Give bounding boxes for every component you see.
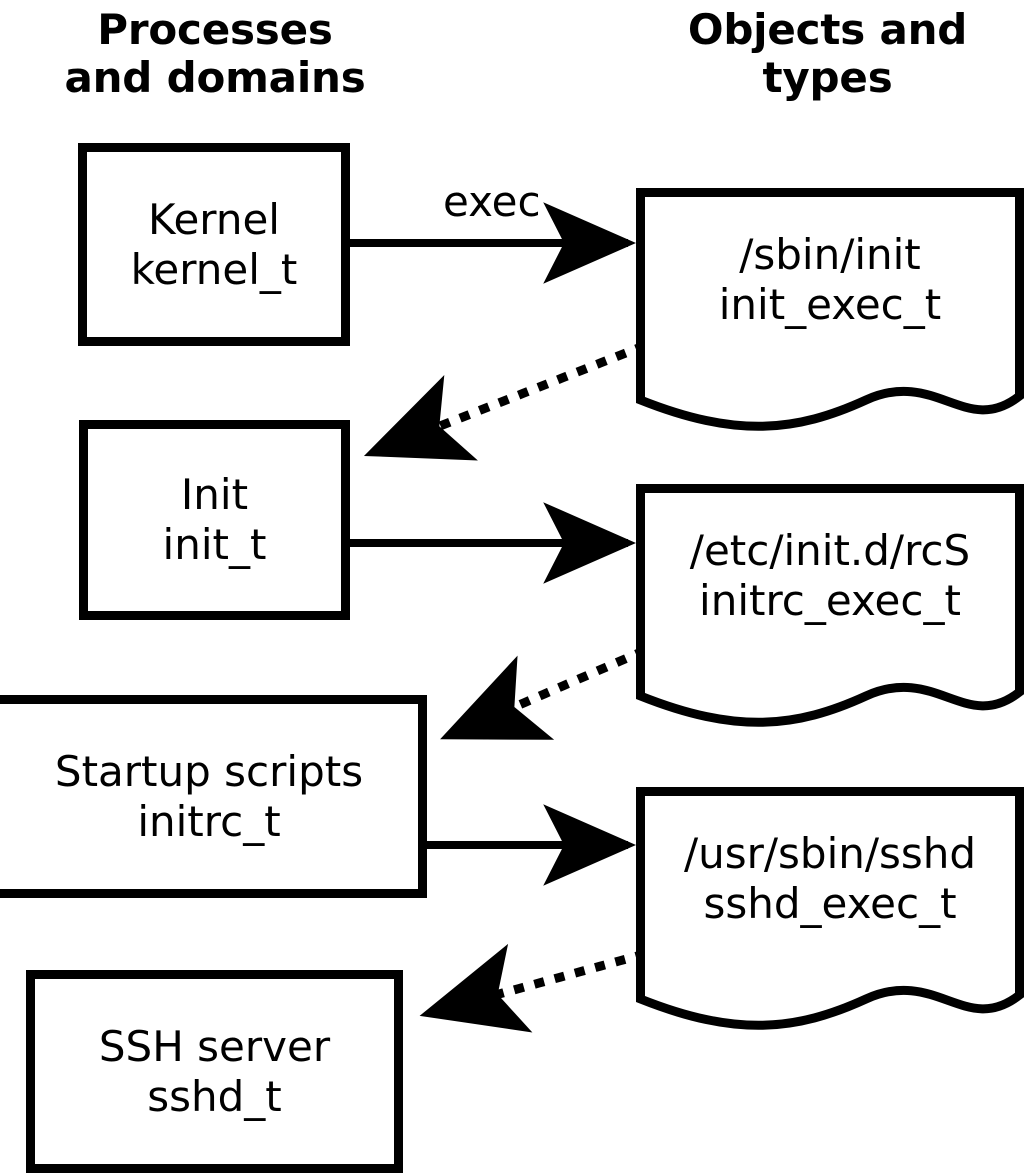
process-box-init[interactable]: Init init_t [79, 420, 350, 620]
edge-sshd-exec-transition [419, 943, 647, 1033]
process-type-kernel: kernel_t [130, 244, 298, 294]
process-box-initrc[interactable]: Startup scripts initrc_t [0, 695, 427, 898]
process-box-kernel[interactable]: Kernel kernel_t [78, 143, 350, 346]
process-title-init: Init [180, 470, 249, 519]
process-box-sshd[interactable]: SSH server sshd_t [26, 970, 403, 1173]
process-type-init: init_t [162, 520, 267, 569]
object-doc-init-exec[interactable]: /sbin/init init_exec_t [636, 188, 1024, 438]
edge-initrc-exec-transition [440, 646, 647, 741]
column-header-processes: Processes and domains [64, 5, 366, 102]
process-type-sshd: sshd_t [147, 1071, 282, 1121]
edge-init-exec-transition [363, 341, 647, 461]
process-title-kernel: Kernel [148, 194, 280, 244]
object-doc-initrc-exec[interactable]: /etc/init.d/rcS initrc_exec_t [636, 484, 1024, 734]
process-title-sshd: SSH server [98, 1021, 331, 1071]
object-doc-sshd-exec[interactable]: /usr/sbin/sshd sshd_exec_t [636, 787, 1024, 1037]
process-type-initrc: initrc_t [137, 796, 281, 846]
column-header-objects: Objects and types [687, 5, 968, 102]
edge-label-exec: exec [443, 177, 541, 226]
process-title-initrc: Startup scripts [54, 746, 364, 796]
